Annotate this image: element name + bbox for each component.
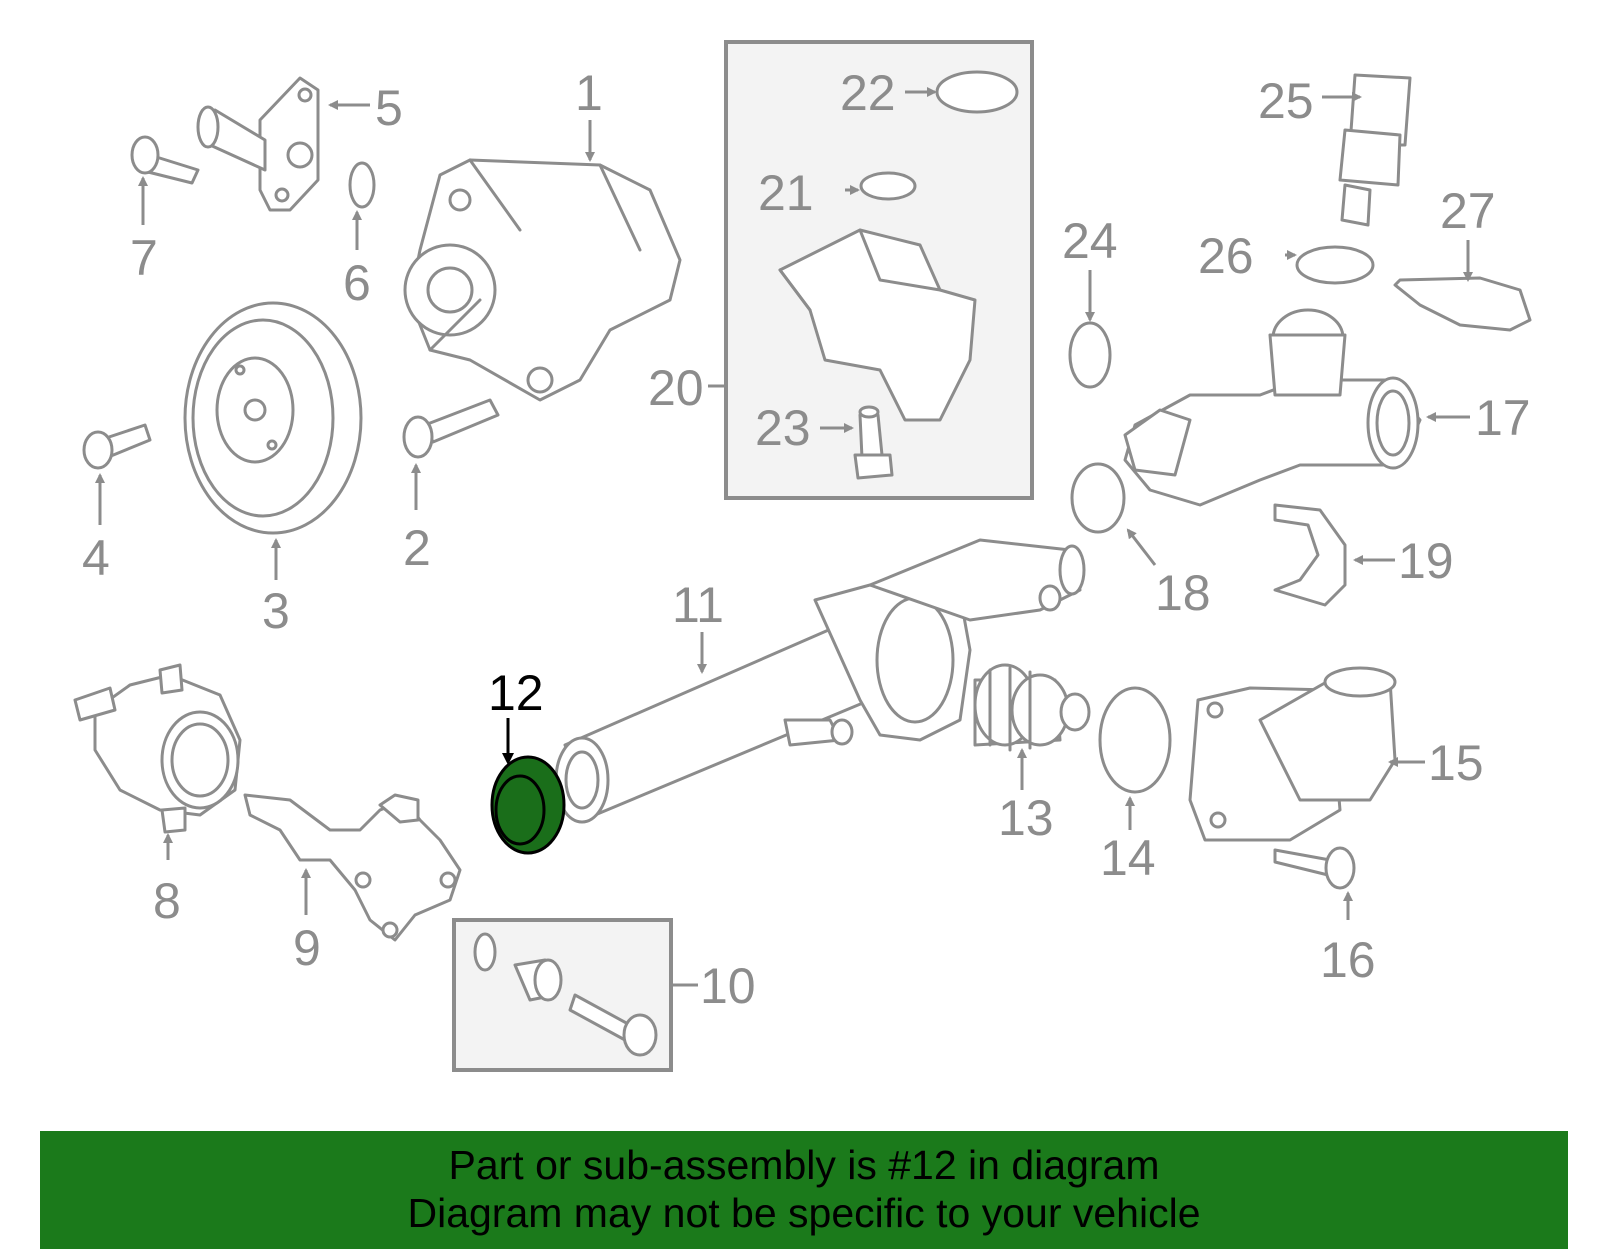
callout-4: 4 xyxy=(82,530,110,586)
callout-27: 27 xyxy=(1440,183,1496,239)
callout-9: 9 xyxy=(293,920,321,976)
callout-15: 15 xyxy=(1428,735,1484,791)
kit-part-10 xyxy=(473,932,658,1057)
callout-2: 2 xyxy=(403,520,431,576)
bolt-part-2 xyxy=(402,398,500,459)
leader-lines xyxy=(95,87,1473,987)
callout-8: 8 xyxy=(153,873,181,929)
clip-part-27 xyxy=(1393,276,1532,332)
thermostat-housing-part-8 xyxy=(73,663,242,834)
callout-5: 5 xyxy=(375,80,403,136)
outlet-elbow-part-15 xyxy=(1188,666,1397,842)
seal-part-21 xyxy=(859,171,917,201)
callout-13: 13 xyxy=(998,790,1054,846)
bolt-part-4 xyxy=(82,423,152,470)
pulley-part-3 xyxy=(183,301,363,535)
o-ring-part-14 xyxy=(1098,686,1172,794)
callout-12: 12 xyxy=(488,665,544,721)
callout-17: 17 xyxy=(1475,390,1531,446)
bracket-part-9 xyxy=(243,793,462,942)
callout-1: 1 xyxy=(575,65,603,121)
callout-20: 20 xyxy=(648,360,704,416)
callout-10: 10 xyxy=(700,958,756,1014)
footer-banner: Part or sub-assembly is #12 in diagram D… xyxy=(40,1131,1568,1249)
callout-23: 23 xyxy=(755,400,811,456)
seal-part-12 xyxy=(490,755,566,855)
thermostat-part-13 xyxy=(973,663,1091,752)
water-pump-part-1 xyxy=(403,158,682,402)
callout-7: 7 xyxy=(130,230,158,286)
bolt-part-23 xyxy=(853,405,894,480)
seal-part-22 xyxy=(935,70,1019,114)
callout-11: 11 xyxy=(672,577,724,633)
callout-labels: 1 2 3 4 5 6 7 8 9 10 11 12 13 14 15 16 1… xyxy=(82,65,1531,1014)
callout-16: 16 xyxy=(1320,932,1376,988)
callout-24: 24 xyxy=(1062,213,1118,269)
callout-18: 18 xyxy=(1155,565,1211,621)
bolt-part-7 xyxy=(130,135,200,185)
sensor-part-25 xyxy=(1338,73,1412,227)
footer-line-1: Part or sub-assembly is #12 in diagram xyxy=(448,1142,1160,1188)
callout-19: 19 xyxy=(1398,533,1454,589)
screw-part-16 xyxy=(1273,846,1356,890)
callout-14: 14 xyxy=(1100,830,1156,886)
callout-3: 3 xyxy=(262,583,290,639)
seal-part-6 xyxy=(348,161,376,209)
callout-21: 21 xyxy=(758,165,814,221)
cover-part-20 xyxy=(778,228,977,422)
callout-22: 22 xyxy=(840,65,896,121)
callout-26: 26 xyxy=(1198,228,1254,284)
o-ring-part-18 xyxy=(1070,462,1126,534)
callout-25: 25 xyxy=(1258,73,1314,129)
coolant-flange-part-17 xyxy=(1123,308,1422,507)
seal-part-26 xyxy=(1295,245,1375,285)
footer-line-2: Diagram may not be specific to your vehi… xyxy=(407,1190,1201,1236)
pipe-flange-part-5 xyxy=(196,76,320,212)
clip-part-19 xyxy=(1273,503,1347,607)
callout-6: 6 xyxy=(343,255,371,311)
seal-part-24 xyxy=(1068,321,1112,389)
coolant-pipe-part-11 xyxy=(554,538,1086,824)
